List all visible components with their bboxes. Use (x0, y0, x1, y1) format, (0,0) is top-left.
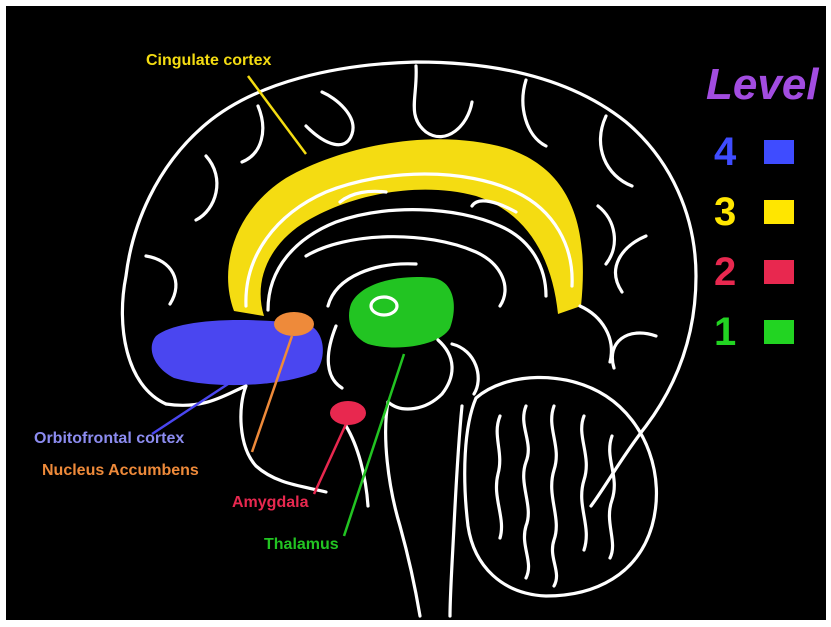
legend-swatch-4 (764, 140, 794, 164)
legend-number-2: 2 (714, 252, 736, 292)
legend-number-1: 1 (714, 312, 736, 352)
brain-diagram (6, 6, 826, 620)
legend-number-3: 3 (714, 192, 736, 232)
thalamus-region (349, 277, 454, 347)
thalamus-label: Thalamus (264, 536, 339, 554)
amygdala-pointer (314, 424, 346, 494)
legend-number-4: 4 (714, 132, 736, 172)
cingulate-pointer (248, 76, 306, 154)
amygdala-region (330, 401, 366, 425)
diagram-frame: Cingulate cortex Orbitofrontal cortex Nu… (6, 6, 826, 620)
orbitofrontal-pointer (152, 384, 228, 434)
nucleus-accumbens-label: Nucleus Accumbens (42, 462, 199, 480)
legend-swatch-1 (764, 320, 794, 344)
amygdala-label: Amygdala (232, 494, 308, 512)
orbitofrontal-cortex-label: Orbitofrontal cortex (34, 430, 184, 448)
legend-swatch-3 (764, 200, 794, 224)
cingulate-cortex-label: Cingulate cortex (146, 52, 271, 70)
nucleus-accumbens-region (274, 312, 314, 336)
legend-swatch-2 (764, 260, 794, 284)
legend-title: Level (706, 60, 819, 110)
